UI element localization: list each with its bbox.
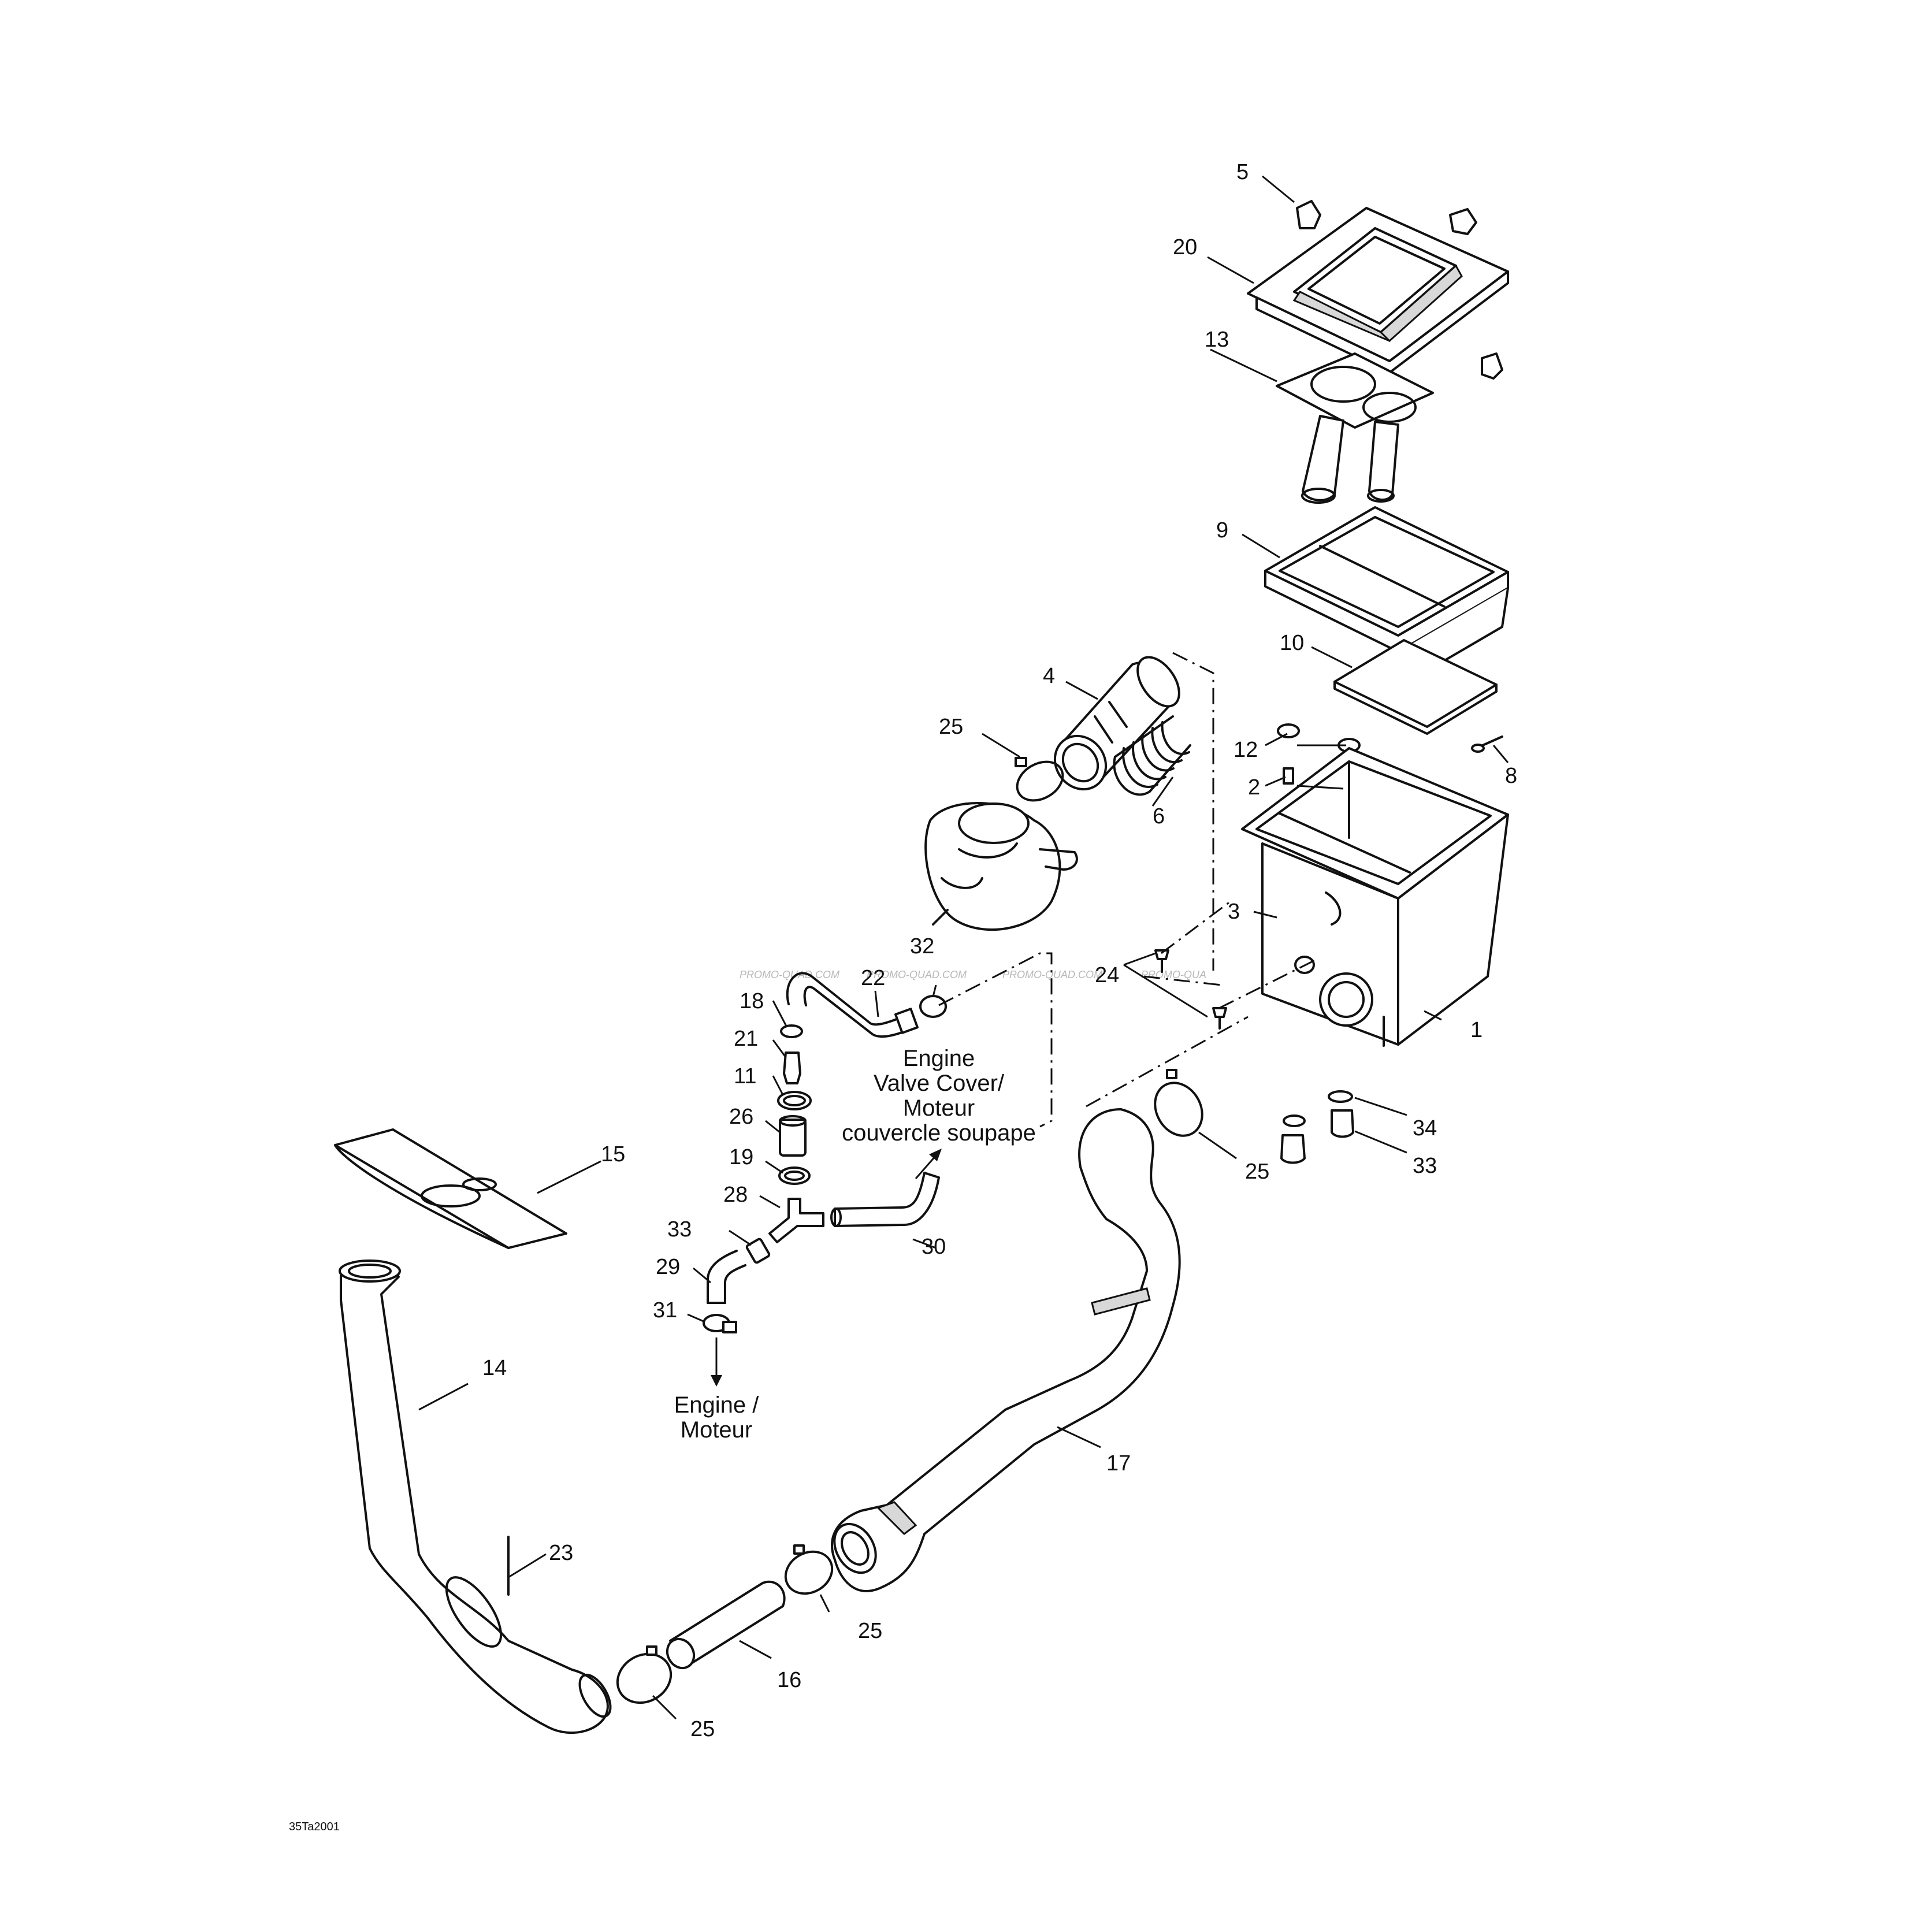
part-4-intake-boot [1053, 656, 1180, 791]
note-line: Moteur [681, 1417, 753, 1443]
callout-18: 18 [740, 989, 764, 1013]
callout-25: 25 [858, 1619, 882, 1643]
note-line: Engine [903, 1046, 975, 1071]
callout-31: 31 [653, 1298, 677, 1322]
part-10-air-filter [1333, 639, 1498, 735]
callout-labels: 5 20 13 9 10 4 25 6 12 2 8 3 24 1 32 22 … [482, 160, 1517, 1741]
part-26-hose [779, 1115, 807, 1157]
callout-3: 3 [1228, 900, 1240, 924]
callout-29: 29 [656, 1255, 680, 1279]
part-16-hose [666, 1580, 786, 1670]
watermark: PROMO-QUAD.COM [740, 969, 839, 980]
part-32-clamp [919, 995, 947, 1018]
callout-20: 20 [1173, 235, 1197, 259]
callout-30: 30 [922, 1235, 946, 1259]
watermark: PROMO-QUAD.COM [867, 969, 967, 980]
part-23-cable-tie [445, 1536, 510, 1648]
callout-16: 16 [777, 1668, 801, 1692]
part-6-spring [1113, 715, 1191, 796]
part-22-hose [786, 972, 919, 1038]
carburetor [924, 802, 1078, 931]
callout-9: 9 [1216, 518, 1228, 543]
part-8-pin [1471, 735, 1503, 753]
drawing-code: 35Ta2001 [289, 1820, 340, 1833]
part-25-clamp [1154, 1069, 1203, 1137]
callout-33: 33 [1413, 1154, 1437, 1178]
callout-6: 6 [1153, 804, 1165, 828]
leader-lines [418, 175, 1509, 1720]
callout-10: 10 [1280, 631, 1304, 655]
part-34-clamp [1283, 1090, 1353, 1127]
callout-28: 28 [723, 1183, 748, 1207]
part-14-intake-duct [339, 1259, 612, 1734]
note-line: Valve Cover/ [874, 1071, 1005, 1096]
callout-33: 33 [667, 1217, 692, 1242]
callout-21: 21 [734, 1027, 758, 1051]
part-31-fitting [703, 1314, 737, 1333]
part-25-clamp [784, 1544, 834, 1595]
callout-11: 11 [734, 1064, 756, 1088]
note-line: Engine / [674, 1392, 760, 1418]
callout-23: 23 [549, 1541, 573, 1565]
part-1-air-box [1241, 747, 1509, 1047]
callout-8: 8 [1505, 764, 1517, 788]
callout-32: 32 [910, 934, 934, 958]
watermark: PROMO-QUA [1141, 969, 1206, 980]
part-15-plate [334, 1128, 567, 1249]
part-11-clamp [777, 1091, 812, 1110]
watermark: PROMO-QUAD.COM [1002, 969, 1102, 980]
callout-25: 25 [690, 1717, 715, 1741]
part-25-clamp [1015, 757, 1064, 802]
part-21-check-valve [783, 1052, 801, 1084]
callout-12: 12 [1233, 738, 1258, 762]
part-12-grommet [1277, 723, 1361, 753]
callout-17: 17 [1106, 1451, 1131, 1476]
callout-15: 15 [601, 1142, 625, 1166]
callout-24: 24 [1095, 963, 1119, 987]
callout-1: 1 [1470, 1018, 1483, 1042]
part-5-clip [1296, 200, 1503, 380]
note-valve-cover: Engine Valve Cover/ Moteur couvercle sou… [842, 1046, 1036, 1146]
callout-19: 19 [729, 1145, 753, 1169]
part-19-clamp [778, 1166, 811, 1185]
part-30-hose [830, 1172, 940, 1227]
part-33-connector [745, 1238, 771, 1264]
note-engine: Engine / Moteur [674, 1392, 760, 1443]
part-29-hose [707, 1250, 746, 1304]
arrow-icon [711, 1149, 942, 1387]
callout-13: 13 [1205, 328, 1229, 352]
part-28-tee-fitting [768, 1198, 824, 1243]
callout-14: 14 [482, 1356, 507, 1380]
callout-2: 2 [1248, 775, 1260, 800]
part-33-connector [1280, 1109, 1354, 1164]
reference-lines [938, 652, 1318, 1128]
part-20-air-box-cover [1247, 207, 1509, 374]
part-24-screw [1154, 949, 1227, 1030]
callout-26: 26 [729, 1105, 753, 1129]
part-9-filter-frame [1264, 506, 1509, 668]
callout-4: 4 [1043, 664, 1055, 688]
part-17-intake-duct [831, 1108, 1181, 1592]
callout-5: 5 [1236, 160, 1249, 184]
callout-25: 25 [1245, 1160, 1269, 1184]
callout-22: 22 [861, 966, 885, 990]
note-line: couvercle soupape [842, 1120, 1036, 1146]
part-18-o-ring [780, 1024, 803, 1038]
callout-25: 25 [939, 715, 963, 739]
note-line: Moteur [903, 1095, 975, 1121]
part-13-intake-silencer [1276, 352, 1434, 504]
callout-34: 34 [1413, 1116, 1437, 1140]
